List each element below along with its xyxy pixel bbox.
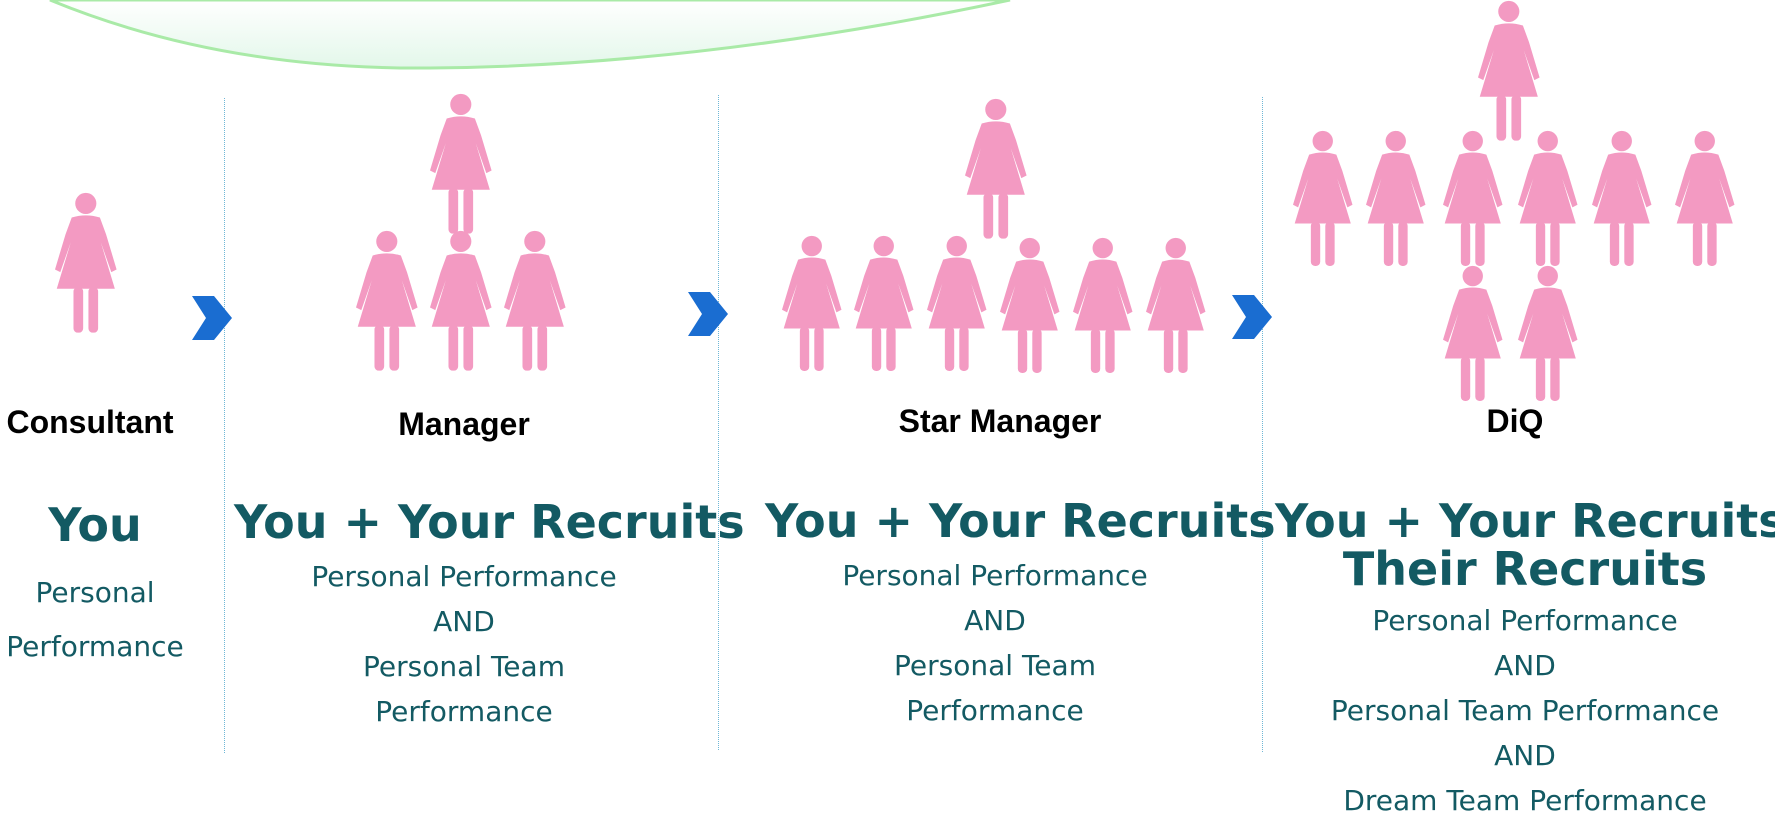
person-icon [55, 192, 117, 336]
person-icon [1146, 237, 1206, 376]
headline-line: Their Recruits [1342, 542, 1708, 596]
description-line: AND [1494, 739, 1556, 772]
description-line: Personal Performance [842, 559, 1148, 592]
person-icon [1478, 0, 1540, 144]
description-line: Personal Performance [1372, 604, 1678, 637]
person-icon [1443, 130, 1503, 269]
person-icon [965, 98, 1027, 242]
stage-headline-manager: You + Your Recruits [234, 495, 745, 549]
person-icon [504, 230, 566, 374]
stage-title-star-manager: Star Manager [898, 403, 1102, 439]
stage-title-consultant: Consultant [6, 404, 174, 440]
stage-headline-star-manager: You + Your Recruits [765, 494, 1276, 548]
person-icon [1443, 265, 1503, 404]
person-icon [430, 230, 492, 374]
description-line: AND [433, 605, 495, 638]
description-line: Personal Team [363, 650, 565, 683]
person-icon [1518, 130, 1578, 269]
person-icon [430, 93, 492, 237]
person-icon [1518, 265, 1578, 404]
person-icon [782, 235, 842, 374]
column-divider [1262, 97, 1263, 752]
description-line: Personal Performance [311, 560, 617, 593]
person-icon [356, 230, 418, 374]
description-line: Personal [35, 576, 155, 609]
person-icon [1293, 130, 1353, 269]
description-line: AND [1494, 649, 1556, 682]
description-line: Personal Team [894, 649, 1096, 682]
description-line: Performance [375, 695, 553, 728]
chevron-arrow-icon [688, 292, 728, 336]
person-icon [1000, 237, 1060, 376]
person-icon [1366, 130, 1426, 269]
stage-headline-consultant: You [48, 498, 142, 552]
person-icon [927, 235, 987, 374]
description-line: Personal Team Performance [1330, 694, 1720, 727]
stage-title-manager: Manager [398, 406, 530, 442]
description-line: Performance [6, 630, 184, 663]
column-divider [718, 95, 719, 750]
stage-headline-diq: You + Your Recruits + Their Recruits [1275, 497, 1775, 593]
person-icon [1675, 130, 1735, 269]
stage-description-diq: Personal Performance AND Personal Team P… [1275, 598, 1775, 823]
stage-description-manager: Personal Performance AND Personal Team P… [234, 554, 694, 734]
stage-title-diq: DiQ [1486, 403, 1544, 439]
chevron-arrow-icon [1232, 295, 1272, 339]
description-line: Performance [906, 694, 1084, 727]
person-icon [854, 235, 914, 374]
headline-line: You + Your Recruits + [1275, 494, 1775, 548]
stage-description-consultant: Personal Performance [0, 566, 190, 674]
stage-description-star-manager: Personal Performance AND Personal Team P… [765, 553, 1225, 733]
description-line: Dream Team Performance [1343, 784, 1707, 817]
person-icon [1592, 130, 1652, 269]
person-icon [1073, 237, 1133, 376]
column-divider [224, 98, 225, 753]
description-line: AND [964, 604, 1026, 637]
chevron-arrow-icon [192, 296, 232, 340]
header-decoration [49, 0, 1011, 70]
